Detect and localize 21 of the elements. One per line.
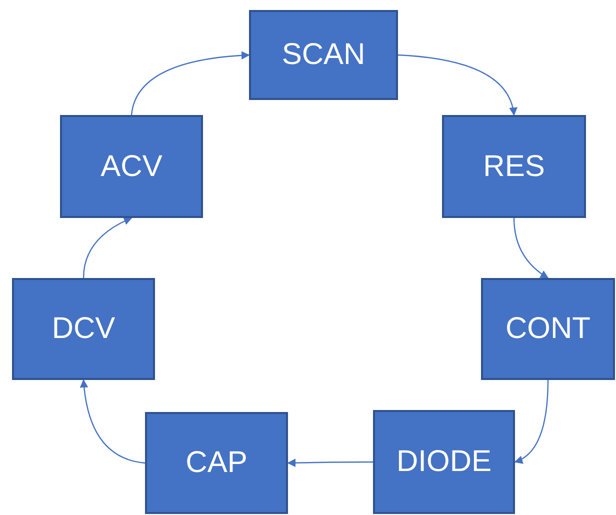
box-label: CONT <box>506 311 590 348</box>
arrow <box>130 51 250 116</box>
arrow <box>398 54 517 116</box>
arrow <box>513 218 549 278</box>
process-box <box>60 115 203 218</box>
process-box <box>442 115 586 218</box>
arrow <box>287 458 373 468</box>
box-label: RES <box>483 148 545 185</box>
box-label: DIODE <box>396 444 492 480</box>
box-label: ACV <box>100 148 162 185</box>
box-label: DCV <box>52 311 116 348</box>
arrow <box>80 379 146 464</box>
box-label: SCAN <box>282 37 366 74</box>
process-box <box>145 412 288 514</box>
arrow <box>514 380 549 464</box>
process-box <box>481 278 615 380</box>
arrow <box>82 217 132 278</box>
process-box <box>249 10 398 100</box>
process-box <box>12 278 155 380</box>
box-label: CAP <box>186 445 248 482</box>
process-box <box>373 410 515 514</box>
